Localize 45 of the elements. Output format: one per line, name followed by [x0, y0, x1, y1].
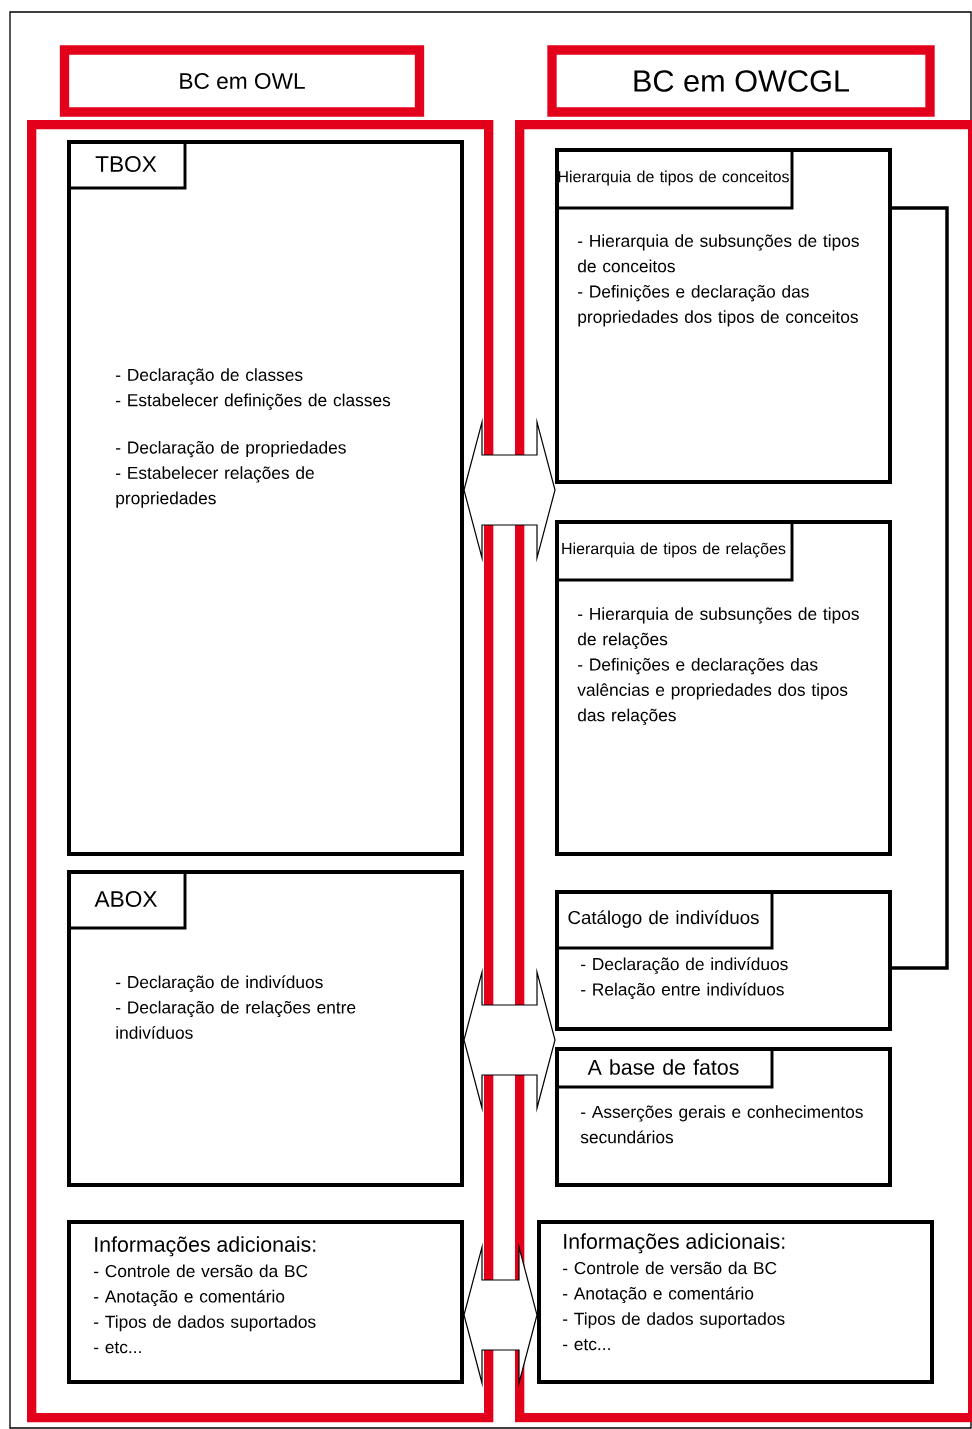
panel-frame	[27, 120, 494, 1423]
bullet-text: - Controle de versão da BC	[563, 1261, 777, 1275]
panel-frame	[515, 120, 972, 1423]
bullet-text: - Declaração de indivíduos	[116, 975, 323, 992]
bracket-connector	[892, 206, 949, 970]
bullet-text: - Hierarquia de subsunções de tipos de conceitos	[578, 234, 859, 273]
bullet-text: - Estabelecer definições de classes	[116, 393, 391, 410]
header-box: BC em OWL	[59, 45, 425, 117]
content-box	[67, 870, 464, 1187]
heading-text: Informações adicionais:	[564, 1233, 785, 1254]
bullet-text: - Estabelecer relações de propriedades	[116, 466, 314, 508]
title-tab: ABOX	[67, 870, 187, 930]
info-box	[537, 1220, 934, 1384]
content-box	[67, 140, 464, 856]
title-tab: Catálogo de indivíduos	[555, 890, 774, 950]
content-box	[555, 520, 892, 856]
content-box	[555, 148, 892, 484]
title-tab: Hierarquia de tipos de conceitos	[555, 148, 794, 210]
block-arrow	[463, 1242, 538, 1388]
block-arrow	[463, 967, 556, 1113]
content-box	[555, 1047, 892, 1187]
title-tab: Hierarquia de tipos de relações	[555, 520, 794, 582]
content-box	[555, 890, 892, 1031]
bullet-text: - Anotação e comentário	[563, 1286, 754, 1304]
info-box	[67, 1220, 464, 1384]
header-box: BC em OWCGL	[547, 45, 935, 117]
bullet-text: - Asserções gerais e conhecimentos secundários	[580, 1105, 863, 1144]
bullet-text: - Definições e declarações das valências e propriedades dos tipos das relações	[577, 657, 848, 725]
bullet-text: - Definições e declaração das propriedades dos tipos de conceitos	[578, 284, 858, 327]
bullet-text: - Hierarquia de subsunções de tipos de relações	[578, 607, 859, 649]
bullet-text: - etc...	[563, 1338, 610, 1351]
bullet-text: - Declaração de classes	[116, 368, 303, 385]
bullet-text: - Relação entre indivíduos	[581, 982, 784, 1000]
heading-text: Informações adicionais:	[95, 1236, 316, 1257]
bullet-text: - Anotação e comentário	[94, 1289, 285, 1307]
title-tab: A base de fatos	[555, 1047, 774, 1089]
bullet-text: - Tipos de dados suportados	[563, 1312, 785, 1329]
title-tab: TBOX	[67, 140, 187, 190]
block-arrow	[463, 417, 556, 563]
bullet-text: - Controle de versão da BC	[94, 1264, 308, 1278]
bullet-text: - Tipos de dados suportados	[94, 1315, 316, 1332]
bullet-text: - Declaração de indivíduos	[581, 957, 788, 974]
bullet-text: - etc...	[94, 1341, 141, 1354]
bullet-text: - Declaração de propriedades	[116, 440, 346, 458]
bullet-text: - Declaração de relações entre indivíduos	[116, 1000, 356, 1039]
